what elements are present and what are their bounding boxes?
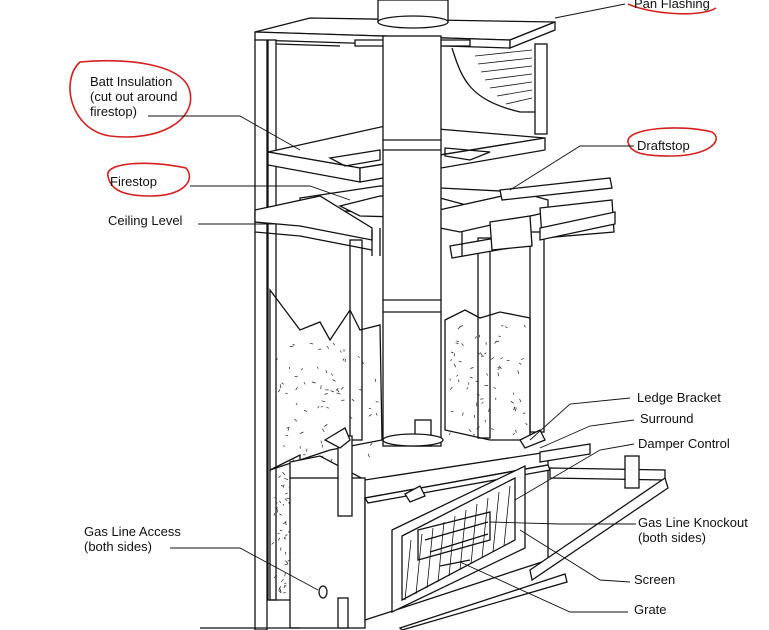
louvered-wall-section: [451, 47, 535, 113]
leader-lines: [148, 3, 636, 613]
label-damper-control: Damper Control: [638, 436, 730, 451]
flue-pipe: [354, 0, 471, 447]
chase-enclosure: [254, 17, 556, 630]
label-gas-line-knockout-1: Gas Line Knockout: [638, 515, 748, 530]
label-ledge-bracket: Ledge Bracket: [637, 390, 721, 405]
firestop-assembly: [254, 177, 616, 259]
label-pan-flashing: Pan Flashing: [634, 0, 710, 11]
label-ceiling-level: Ceiling Level: [108, 213, 183, 228]
label-firestop: Firestop: [110, 174, 157, 189]
label-gas-line-knockout-2: (both sides): [638, 530, 706, 545]
label-grate: Grate: [634, 602, 667, 617]
label-gas-line-access-2: (both sides): [84, 539, 152, 554]
label-gas-line-access-1: Gas Line Access: [84, 524, 181, 539]
label-screen: Screen: [634, 572, 675, 587]
red-markup: [69, 3, 717, 197]
callout-labels: Pan Flashing Batt Insulation (cut out ar…: [84, 0, 748, 617]
firebox-unit: [289, 427, 669, 630]
label-surround: Surround: [640, 411, 693, 426]
label-batt-insulation-1: Batt Insulation: [90, 74, 172, 89]
label-batt-insulation-3: firestop): [90, 104, 137, 119]
label-draftstop: Draftstop: [637, 138, 690, 153]
label-batt-insulation-2: (cut out around: [90, 89, 177, 104]
